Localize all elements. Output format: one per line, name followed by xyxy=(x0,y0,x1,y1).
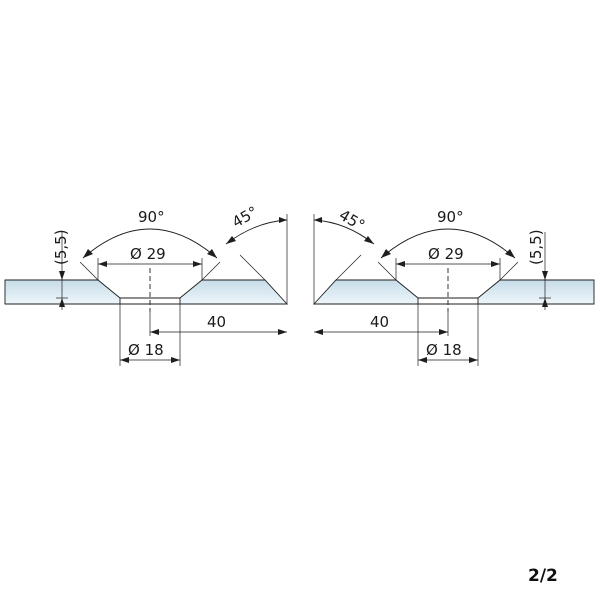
right-40-arrow-left xyxy=(314,329,323,335)
right-detail: (5,5) Ø 29 90° 45° Ø 18 40 xyxy=(312,206,595,366)
right-dia18-arrow-right xyxy=(469,357,478,363)
right-dia18-arrow-left xyxy=(418,357,427,363)
left-dia29-arrow-left xyxy=(98,261,107,267)
right-90-arc xyxy=(380,228,516,259)
left-thickness-arrow-bottom xyxy=(59,298,65,307)
right-thickness-arrow-top xyxy=(542,271,548,280)
right-90-arrow-left xyxy=(381,249,391,258)
right-glass-panel-left xyxy=(312,279,419,305)
left-90-arc xyxy=(82,228,218,259)
left-40-label: 40 xyxy=(207,313,226,331)
left-90-label: 90° xyxy=(138,208,165,226)
left-45-ext-edge xyxy=(239,254,266,281)
right-90-label: 90° xyxy=(437,208,464,226)
right-thickness-label: (5,5) xyxy=(527,229,545,265)
left-thickness-label: (5,5) xyxy=(52,229,70,265)
left-45-arrow-right xyxy=(279,217,287,223)
right-dia18-label: Ø 18 xyxy=(426,341,462,359)
left-45-arrow-left xyxy=(226,236,236,244)
right-45-ext-edge xyxy=(335,254,362,281)
left-dia18-arrow-left xyxy=(120,357,129,363)
left-dia29-label: Ø 29 xyxy=(130,245,166,263)
left-dia18-arrow-right xyxy=(171,357,180,363)
left-40-arrow-right xyxy=(278,329,287,335)
right-40-label: 40 xyxy=(370,313,389,331)
right-90-arrow-right xyxy=(505,249,515,258)
left-90-arrow-right xyxy=(207,249,217,258)
right-45-arrow-right xyxy=(364,236,374,244)
right-90-ext-left xyxy=(377,261,397,281)
right-40-arrow-right xyxy=(439,329,448,335)
left-glass-panel-right xyxy=(179,279,289,305)
page-number: 2/2 xyxy=(528,566,558,586)
right-dia29-arrow-right xyxy=(491,261,500,267)
left-90-ext-right xyxy=(201,261,221,281)
left-90-arrow-left xyxy=(83,249,93,258)
right-thickness-arrow-bottom xyxy=(542,298,548,307)
left-dia29-arrow-right xyxy=(193,261,202,267)
left-dia18-label: Ø 18 xyxy=(128,341,164,359)
left-detail: (5,5) Ø 29 90° 45° Ø 18 40 xyxy=(4,203,289,366)
right-dia29-label: Ø 29 xyxy=(428,245,464,263)
right-glass-panel-right xyxy=(477,279,595,305)
left-40-arrow-left xyxy=(150,329,159,335)
right-45-label: 45° xyxy=(336,206,368,235)
right-90-ext-right xyxy=(499,261,519,281)
right-45-arrow-left xyxy=(314,217,322,223)
left-glass-panel-left xyxy=(4,279,121,305)
right-dia29-arrow-left xyxy=(396,261,405,267)
left-thickness-arrow-top xyxy=(59,271,65,280)
left-90-ext-left xyxy=(79,261,99,281)
